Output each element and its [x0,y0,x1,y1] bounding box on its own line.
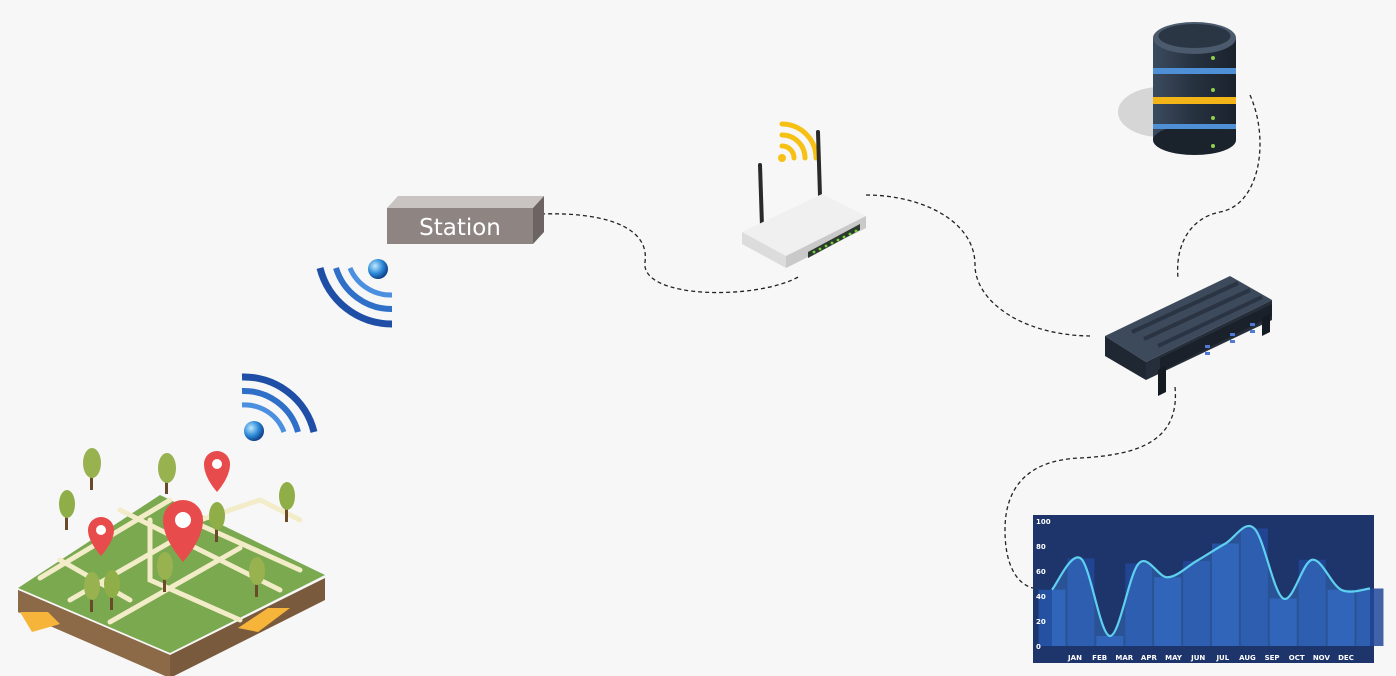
router-icon [742,121,866,268]
tree-icon [59,448,295,612]
chart-bar [1154,577,1182,646]
chart-dashboard: 0 20 40 60 80 100 JAN FEB MAR APR MAY JUN JUL AUG SEP… [1033,515,1384,663]
chart-x-tick-label: JUN [1190,654,1205,662]
database-icon [1118,22,1236,155]
chart-bar [1096,636,1124,646]
chart-x-tick-label: APR [1141,654,1158,662]
chart-x-tick-label: JAN [1067,654,1082,662]
server-icon [1105,276,1272,396]
chart-bar [1212,543,1239,646]
chart-x-tick-label: JUL [1215,654,1229,662]
chart-series-line [1051,525,1371,638]
chart-x-tick-label: NOV [1313,654,1331,662]
chart-x-tick-label: MAR [1115,654,1133,662]
chart-y-tick-label: 40 [1036,593,1046,601]
chart-x-ticks: JAN FEB MAR APR MAY JUN JUL AUG SEP OCT NOV DEC [1067,654,1354,662]
connector-router-server [865,194,1091,337]
wifi-signal-icon [316,259,393,328]
chart-bar [1038,589,1066,646]
map-pin-icon [88,517,114,556]
chart-x-tick-label: MAY [1165,654,1183,662]
map-pin-icon [163,500,203,562]
connector-server-chart [1004,386,1177,589]
chart-x-tick-label: AUG [1239,654,1256,662]
chart-bar [1067,558,1095,646]
map-pin-icon [204,451,230,492]
chart-bar [1298,559,1326,646]
chart-x-tick-label: OCT [1289,654,1305,662]
map-field [18,448,325,676]
chart-area [1052,526,1370,646]
chart-bar [1356,588,1384,646]
chart-y-tick-label: 80 [1036,543,1046,551]
chart-y-tick-label: 0 [1036,643,1041,651]
chart-y-tick-label: 60 [1036,568,1046,576]
chart-y-tick-label: 100 [1036,518,1051,526]
connector-station-router [540,213,801,294]
chart-bars [1038,528,1384,646]
chart-x-tick-label: DEC [1338,654,1354,662]
station-label: Station [419,215,501,241]
chart-x-tick-label: FEB [1092,654,1107,662]
router-leds [812,229,858,254]
chart-bar [1183,561,1210,646]
wifi-signal-icon [241,373,318,441]
chart-bar [1125,563,1153,646]
chart-x-tick-label: SEP [1265,654,1280,662]
wifi-signal-icon [778,121,819,162]
connector-database-server [1176,94,1261,279]
chart-bar [1327,589,1355,646]
connector-lines [540,94,1261,589]
station-node: Station [387,196,544,244]
chart-y-ticks: 0 20 40 60 80 100 [1036,518,1051,651]
chart-bar [1269,598,1297,646]
chart-y-tick-label: 20 [1036,618,1046,626]
